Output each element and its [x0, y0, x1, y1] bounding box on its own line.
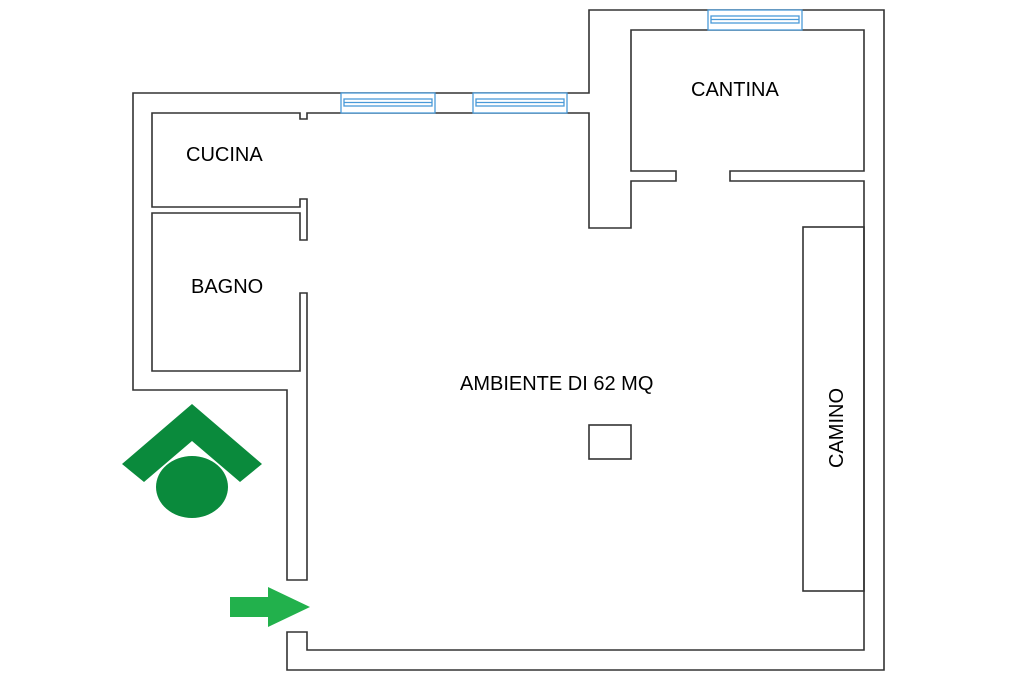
window-2	[472, 92, 568, 114]
window-cantina	[707, 9, 803, 31]
entrance-arrow-icon	[230, 587, 310, 627]
outer-wall	[132, 9, 885, 671]
room-label-camino: CAMINO	[826, 388, 848, 468]
room-label-cucina: CUCINA	[186, 144, 263, 166]
logo-house-icon	[122, 404, 262, 518]
room-label-ambiente: AMBIENTE DI 62 MQ	[460, 373, 653, 395]
room-label-bagno: BAGNO	[191, 276, 263, 298]
column	[588, 424, 632, 460]
fireplace	[802, 226, 865, 592]
room-label-cantina: CANTINA	[691, 79, 779, 101]
window-1	[340, 92, 436, 114]
